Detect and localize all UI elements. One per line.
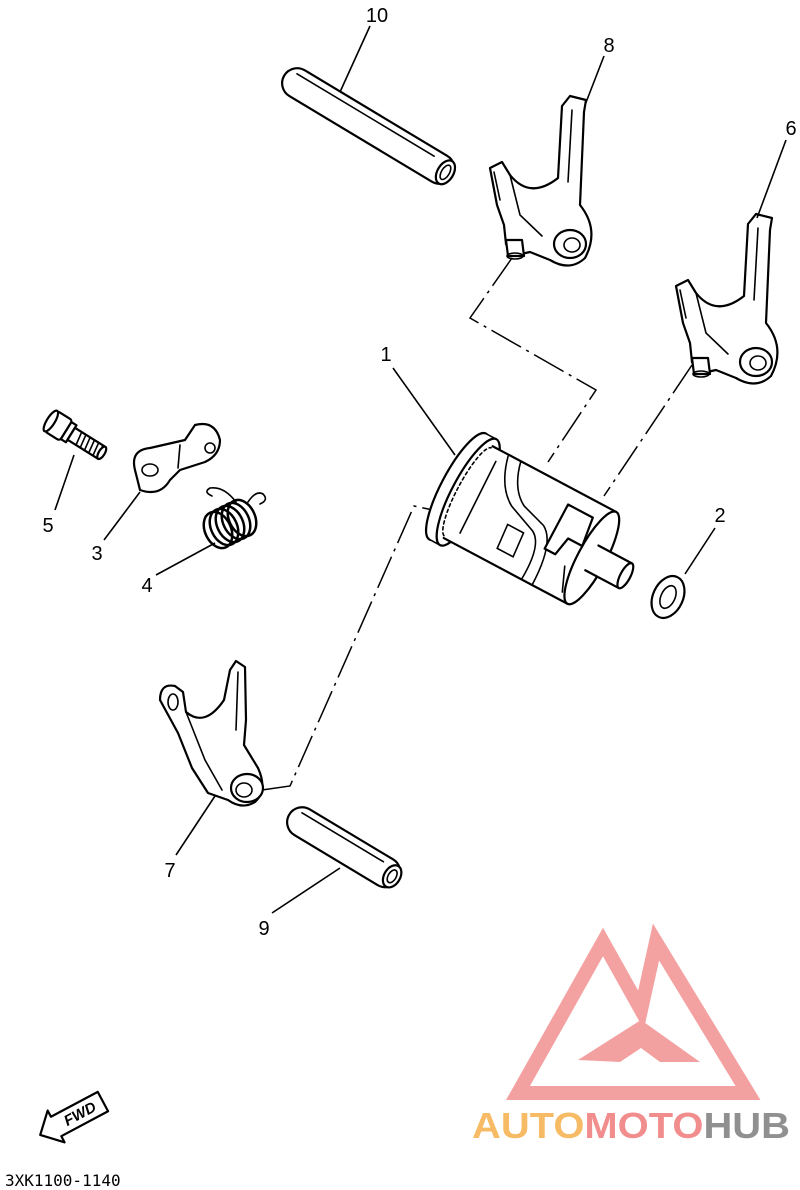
- callout-label-6: 6: [785, 118, 796, 140]
- stopper-lever-3: [132, 422, 222, 494]
- torsion-spring-4: [202, 486, 267, 550]
- shift-fork-8: [488, 94, 593, 267]
- leader-line-8: [584, 55, 605, 106]
- callout-label-3: 3: [91, 543, 102, 565]
- callout-label-8: 8: [603, 35, 614, 57]
- callout-label-2: 2: [714, 505, 725, 527]
- washer-2: [650, 574, 686, 620]
- logo-word-auto: AUTO: [472, 1105, 584, 1146]
- callout-label-10: 10: [366, 5, 388, 27]
- bolt-5: [42, 409, 108, 461]
- assembly-line-fork-7: [261, 505, 499, 791]
- leader-line-6: [756, 139, 787, 219]
- shift-fork-shaft-10: [281, 67, 457, 186]
- callout-label-7: 7: [164, 860, 175, 882]
- logo-word-hub: HUB: [703, 1105, 790, 1146]
- leader-line-10: [339, 25, 371, 93]
- assembly-line-fork-8: [468, 257, 598, 463]
- leader-line-7: [175, 795, 216, 856]
- leader-line-2: [684, 527, 716, 575]
- callout-label-1: 1: [380, 344, 391, 366]
- logo-triangle-mark: [506, 923, 761, 1100]
- leader-line-9: [271, 867, 341, 914]
- shift-fork-6: [674, 212, 779, 385]
- forward-direction-arrow: FWD: [39, 1090, 110, 1144]
- shift-fork-7: [158, 659, 265, 807]
- leader-line-4: [155, 542, 216, 576]
- logo-word-moto: MOTO: [584, 1105, 703, 1146]
- diagram-part-code: 3XK1100-1140: [5, 1171, 121, 1190]
- leader-line-5: [54, 454, 75, 511]
- leader-line-1: [392, 367, 456, 456]
- callout-label-4: 4: [141, 575, 152, 597]
- shift-fork-shaft-9: [286, 806, 403, 889]
- callout-label-5: 5: [42, 515, 53, 537]
- leader-line-3: [103, 491, 141, 541]
- logo-inner-mark: [578, 1020, 700, 1062]
- callout-label-9: 9: [258, 918, 269, 940]
- assembly-line-fork-6: [603, 364, 693, 497]
- shift-drum-1: [424, 431, 635, 606]
